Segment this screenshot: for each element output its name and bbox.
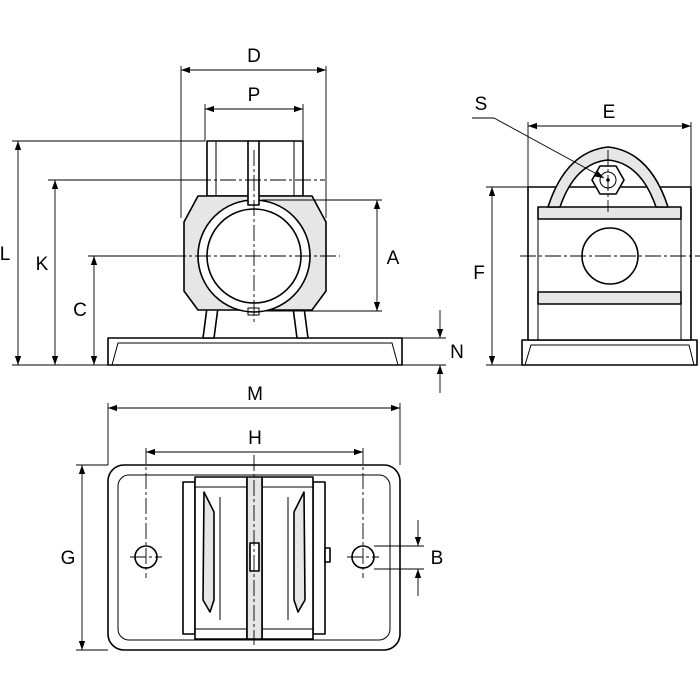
- label-f: F: [473, 263, 485, 284]
- dimension-labels: D P L K C A N S E F M H G B: [0, 46, 615, 569]
- label-m: M: [247, 384, 263, 405]
- front-left-jaw: [206, 140, 250, 197]
- top-view: [107, 448, 401, 651]
- side-view: [520, 146, 700, 366]
- label-b: B: [431, 548, 444, 569]
- label-e: E: [603, 102, 616, 123]
- label-l: L: [0, 244, 10, 265]
- side-base-plate: [521, 339, 698, 366]
- label-p: P: [248, 85, 261, 106]
- label-c: C: [73, 300, 87, 321]
- side-strap: [547, 146, 669, 208]
- side-mid-band-top: [537, 206, 682, 220]
- top-clamp-left-outer: [182, 481, 196, 635]
- label-k: K: [36, 254, 49, 275]
- label-n: N: [450, 342, 464, 363]
- side-dimensions: [472, 117, 692, 366]
- side-mid-band-bottom: [537, 291, 682, 305]
- top-clamp-right-outer: [312, 481, 326, 635]
- front-base-plate: [107, 337, 403, 366]
- label-a: A: [387, 248, 400, 269]
- front-right-jaw: [257, 140, 304, 197]
- label-s: S: [475, 94, 488, 115]
- top-dimensions: [76, 403, 424, 651]
- front-dimensions: [12, 66, 446, 393]
- label-g: G: [61, 548, 76, 569]
- label-d: D: [247, 46, 261, 67]
- front-view: [107, 140, 403, 366]
- label-h: H: [248, 428, 262, 449]
- front-split-slot: [247, 140, 260, 206]
